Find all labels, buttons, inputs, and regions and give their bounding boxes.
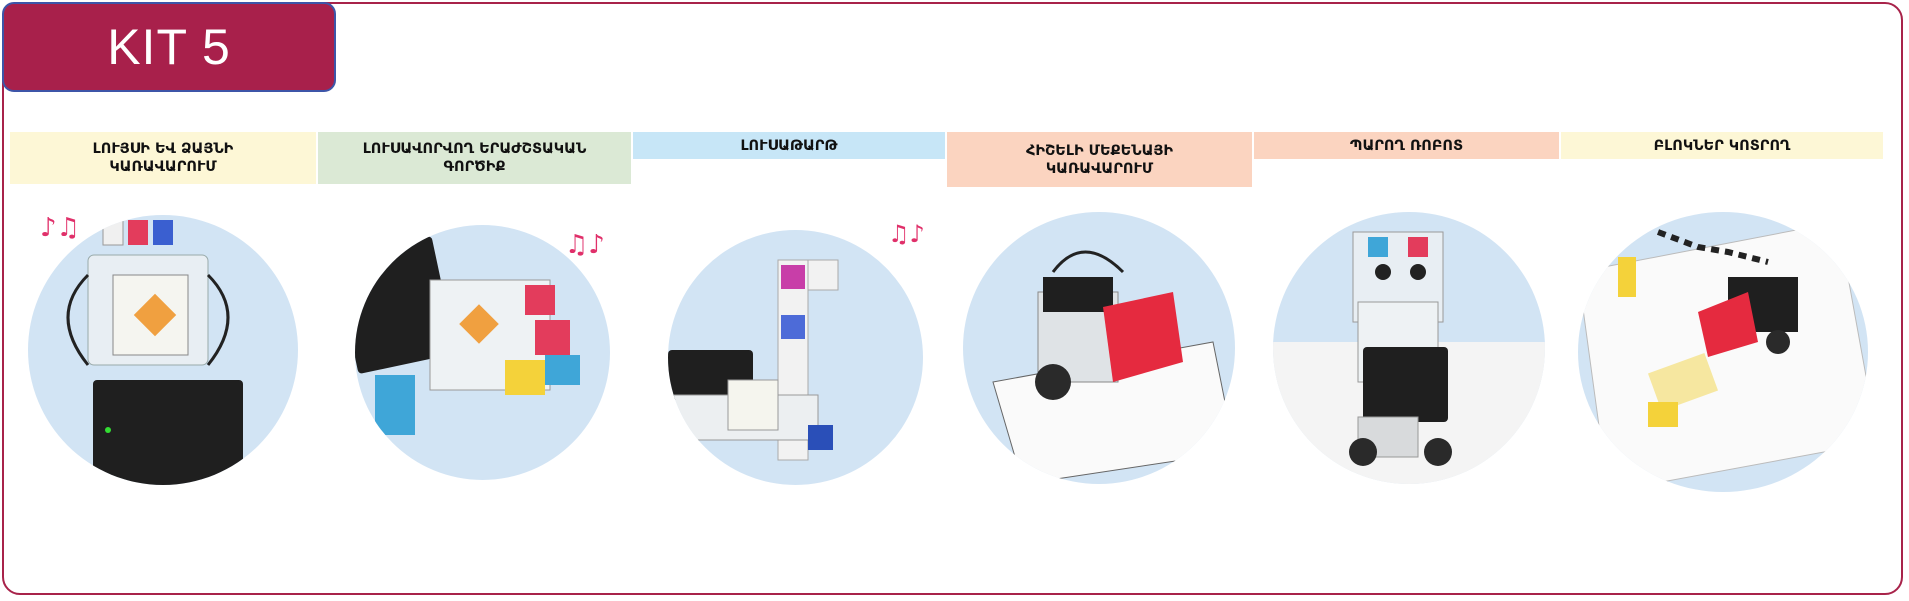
project-image-music-box [355,225,610,480]
project-image-block-breaker [1578,212,1868,492]
project-label-block-breaker: ԲԼՈԿՆԵՐ ԿՈՏՐՈՂ [1561,132,1883,159]
project-label-light-sound: ԼՈՒՅՍԻ ԵՎ ՁԱՅՆԻ ԿԱՌԱՎԱՐՈՒՄ [10,132,316,184]
project-label-light-flap: ԼՈՒՍԱԹԱՐԹ [633,132,945,159]
project-image-light-flap [668,230,923,485]
music-note-icon: ♫♪ [565,230,605,260]
kit-title: KIT 5 [2,2,336,92]
project-image-memory-car [963,212,1235,484]
project-label-dancing-robot: ՊԱՐՈՂ ՌՈԲՈՏ [1254,132,1559,159]
music-note-icon: ♪♫ [40,213,80,243]
project-image-light-sound [28,215,298,485]
music-note-icon: ♫♪ [888,220,925,248]
project-label-music-box: ԼՈՒՍԱՎՈՐՎՈՂ ԵՐԱԺՇՏԱԿԱՆ ԳՈՐԾԻՔ [318,132,631,184]
project-image-dancing-robot [1273,212,1545,484]
project-label-memory-car: ՀԻՇԵԼԻ ՄԵՔԵՆԱՅԻ ԿԱՌԱՎԱՐՈՒՄ [947,132,1252,187]
